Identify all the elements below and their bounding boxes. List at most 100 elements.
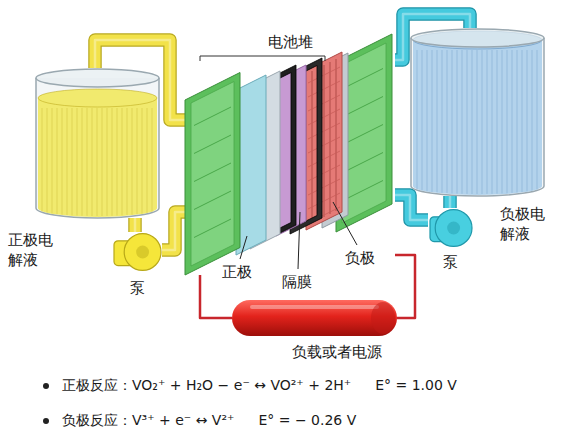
electrolyte-stripe (142, 108, 143, 214)
pump-hub (136, 246, 149, 259)
electrolyte-stripe (127, 108, 128, 215)
electrolyte-stripe (477, 50, 478, 194)
load-highlight (250, 305, 379, 309)
electrode-groove (308, 81, 340, 97)
electrolyte-stripe (417, 50, 418, 190)
pump-shape (112, 232, 162, 272)
electrolyte-stripe (442, 50, 443, 193)
electrolyte-stripe (452, 50, 453, 193)
electrolyte-stripe (52, 108, 53, 213)
plate-rib (345, 153, 383, 172)
electrode-groove (308, 109, 340, 125)
tank-rim (36, 69, 159, 87)
plate-rib (345, 125, 383, 144)
electrolyte (413, 40, 542, 195)
electrode-groove (308, 137, 340, 153)
part-label: 负极 (345, 248, 375, 268)
electrolyte-stripe (437, 50, 438, 192)
electrolyte-stripe (92, 108, 93, 216)
reaction-equation: 负极反应：V³⁺ + e⁻ ↔ V²⁺ (62, 411, 234, 429)
electrolyte-stripe (422, 50, 423, 191)
electrolyte-pipe-line (445, 196, 456, 208)
electrolyte-stripe (132, 108, 133, 215)
electrolyte-tank-shape (35, 68, 160, 218)
electrolyte-pipe (395, 195, 428, 220)
electrode-groove (308, 165, 340, 181)
electrolyte-stripe (532, 50, 533, 191)
electrode-groove (308, 179, 340, 195)
electrolyte-stripe (47, 108, 48, 213)
electrolyte-stripe (517, 50, 518, 192)
electrolyte-stripe (432, 50, 433, 192)
electrolyte-tank: 正极电解液 (35, 68, 160, 218)
circuit-wire-line (200, 275, 232, 318)
plate-rib (345, 181, 383, 200)
electrolyte-stripe (457, 50, 458, 194)
electrolyte-stripe (137, 108, 138, 214)
tank-label: 负极电解液 (500, 204, 548, 243)
electrode-groove (308, 123, 340, 139)
electrolyte-stripe (107, 108, 108, 216)
load-or-source-shape (232, 300, 397, 336)
electrolyte-stripe (122, 108, 123, 215)
pipe-highlight (395, 195, 428, 220)
electrolyte-stripe (492, 50, 493, 194)
electrode-groove (312, 71, 313, 223)
load-cylinder (232, 300, 397, 336)
pump-wheel (435, 210, 472, 247)
electrolyte-pipe (135, 218, 136, 232)
load-end (371, 302, 395, 334)
bullet-dot (43, 383, 49, 389)
electrolyte-stripe (537, 50, 538, 190)
pipe-highlight (162, 212, 185, 250)
electrode-groove (308, 151, 340, 167)
part-label: 正极 (222, 262, 252, 282)
pump: 泵 (112, 232, 162, 272)
electrolyte (38, 98, 157, 217)
pump-wheel (124, 234, 161, 271)
stack-bracket (200, 56, 325, 61)
electrolyte-stripe (512, 50, 513, 193)
reaction-equation: 正极反应：VO₂⁺ + H₂O − e⁻ ↔ VO²⁺ + 2H⁺ (62, 376, 351, 394)
pipe-highlight (449, 196, 452, 208)
part-label: 隔膜 (282, 272, 312, 292)
electrode-groove (308, 193, 340, 209)
pipe-outline (395, 195, 428, 220)
electrolyte-stripe (527, 50, 528, 191)
electrolyte-stripe (487, 50, 488, 194)
electrolyte-pipe-line (130, 218, 141, 232)
electrolyte-stripe (502, 50, 503, 193)
electrolyte-pipe (450, 196, 451, 208)
pump-label: 泵 (112, 278, 162, 298)
electrolyte-stripe (497, 50, 498, 194)
pump-shape (428, 208, 473, 248)
electrolyte-stripe (147, 108, 148, 213)
cell-stack-shape (185, 30, 395, 275)
electrolyte-stripe (62, 108, 63, 215)
circuit-wire-line (395, 255, 415, 318)
pipe-outline (443, 196, 457, 208)
electrolyte-stripe (507, 50, 508, 193)
load-or-source: 负载或者电源 (232, 300, 397, 336)
pump-label: 泵 (428, 252, 473, 272)
electrolyte-stripe (427, 50, 428, 191)
electrolyte-pipe-line (162, 212, 185, 250)
electrolyte-stripe (447, 50, 448, 193)
electrode-groove (308, 67, 340, 83)
pipe-outline (128, 218, 142, 232)
cell-plate (185, 73, 240, 276)
plate-rib (345, 97, 383, 116)
electrolyte-stripe (462, 50, 463, 194)
electrolyte-pipe-line (395, 195, 428, 220)
electrolyte-stripe (42, 108, 43, 212)
electrolyte-stripe (112, 108, 113, 216)
electrolyte-stripe (82, 108, 83, 216)
electrolyte-surface (38, 89, 157, 107)
potential-value: E° = 1.00 V (375, 376, 457, 394)
tank-glass (36, 78, 159, 218)
tank-rim (411, 29, 544, 47)
electrolyte-stripe (117, 108, 118, 216)
pipe-highlight (134, 218, 137, 232)
electrolyte-stripe (472, 50, 473, 194)
